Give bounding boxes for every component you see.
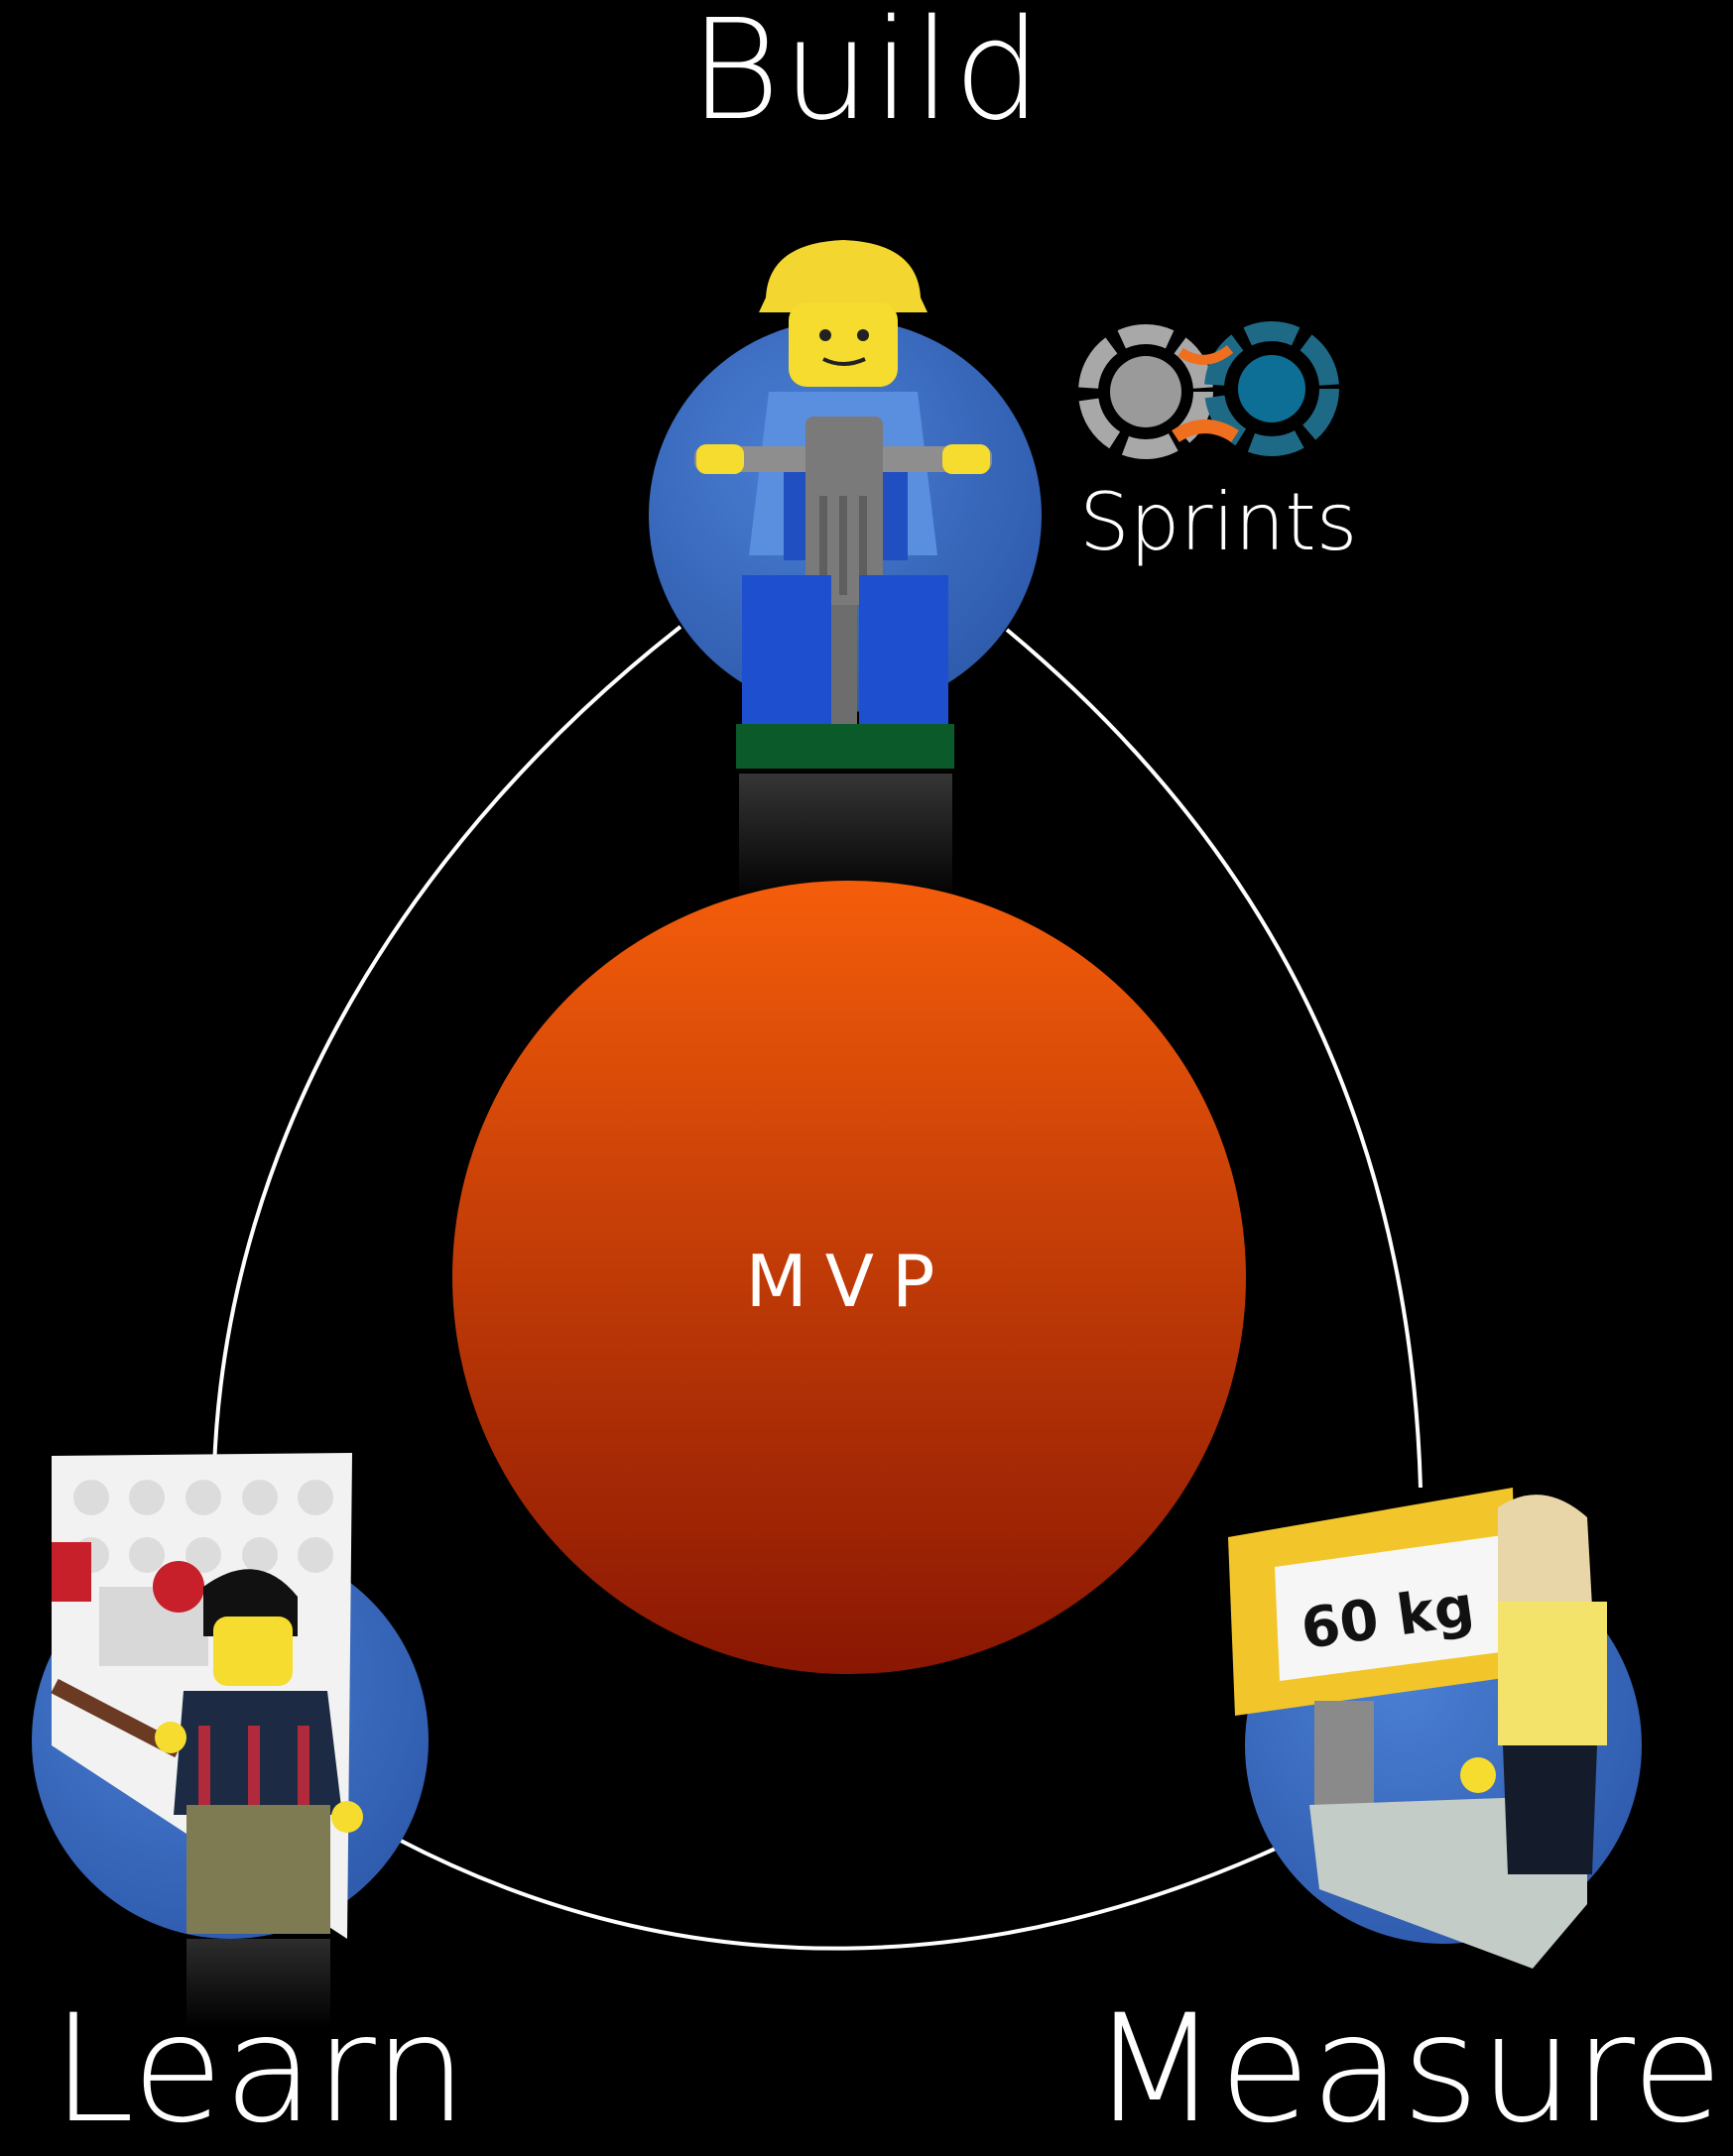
teacher-figure-icon bbox=[51, 1453, 363, 1939]
build-node bbox=[649, 240, 1042, 902]
learn-label: Learn bbox=[52, 1983, 468, 2156]
measure-node: 60 kg bbox=[1228, 1488, 1642, 1969]
sprints-label: Sprints bbox=[1079, 476, 1358, 568]
build-label: Build bbox=[688, 0, 1045, 152]
measure-label: Measure bbox=[1090, 1983, 1724, 2156]
sprints-icon bbox=[1078, 321, 1339, 459]
mvp-circle bbox=[452, 881, 1246, 1674]
cycle-loop-line bbox=[212, 625, 1423, 1951]
mvp-label: MVP bbox=[745, 1240, 953, 1323]
learn-reflection bbox=[186, 1939, 330, 2028]
learn-node bbox=[32, 1453, 429, 2028]
worker-figure-icon bbox=[694, 240, 992, 769]
scale-figure-icon: 60 kg bbox=[1228, 1488, 1607, 1969]
